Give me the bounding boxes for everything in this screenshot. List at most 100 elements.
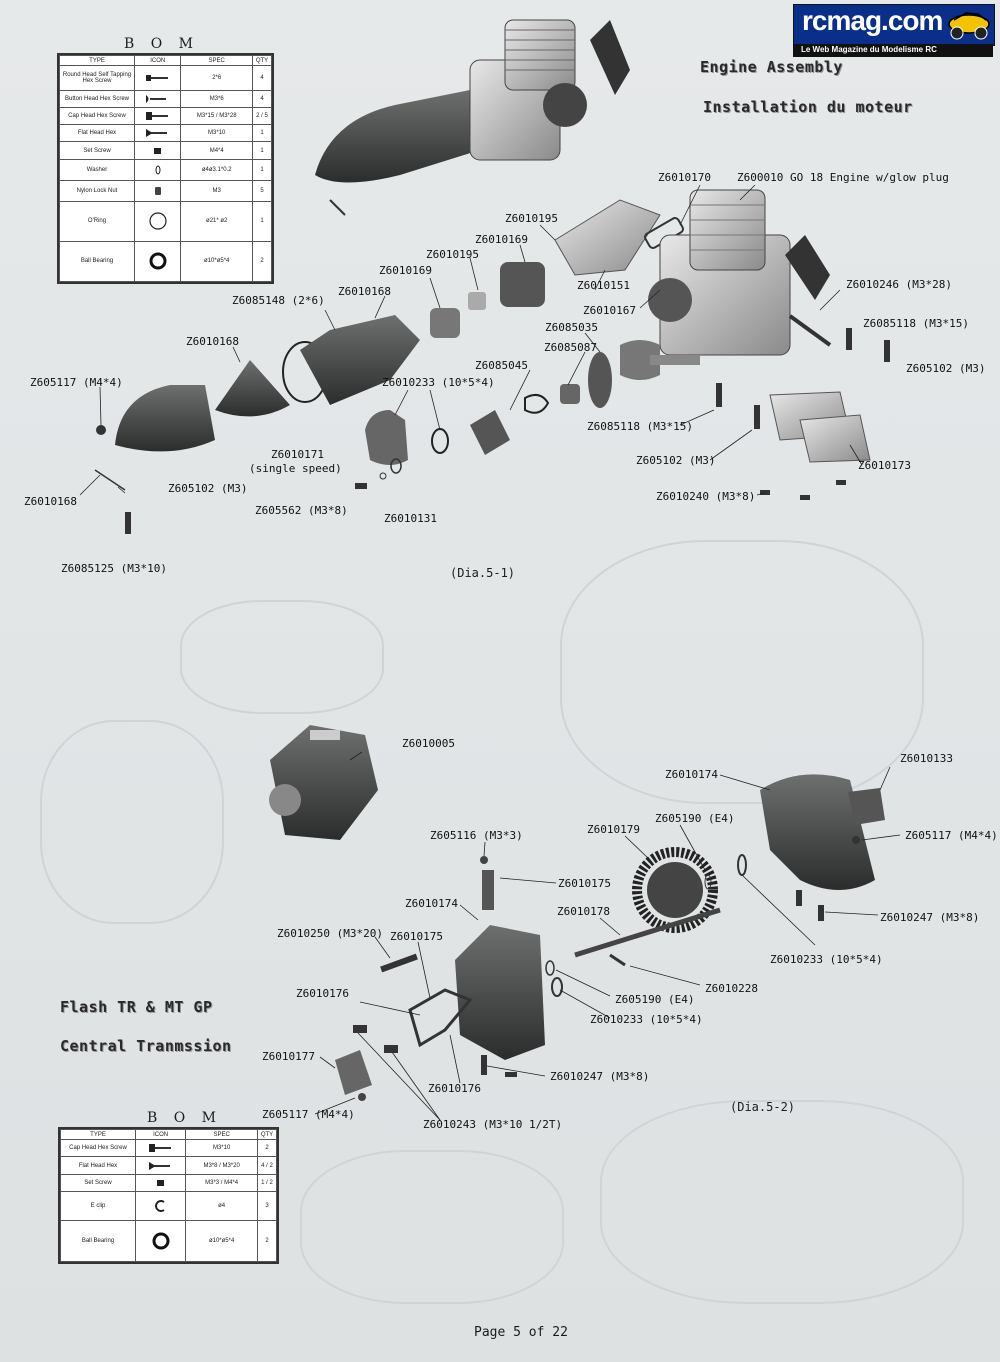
engine-assembled-illustration [315, 19, 630, 216]
bleed-through-shape [300, 1150, 564, 1304]
part-label: Z6085148 (2*6) [232, 294, 325, 307]
part-label: Z6010233 (10*5*4) [770, 953, 883, 966]
bom-type: Flat Head Hex [60, 1156, 136, 1175]
bom1-title: B O M [124, 36, 200, 52]
section1-title-en: Engine Assembly [700, 58, 843, 76]
part-label: Z6010168 [186, 335, 239, 348]
part-label: Z6010240 (M3*8) [656, 490, 756, 503]
part-label: Z6010175 [390, 930, 443, 943]
eclip-icon [134, 1191, 187, 1222]
table-row: Set Screw M4*4 1 [59, 141, 272, 160]
bleed-through-shape [180, 600, 384, 714]
bom1-header-qty: QTY [252, 55, 272, 66]
part-label: Z6010175 [558, 877, 611, 890]
part-label: Z6085118 (M3*15) [587, 420, 693, 433]
part-label: Z6010250 (M3*20) [277, 927, 383, 940]
bom2-table: TYPE ICON SPEC QTY Cap Head Hex Screw M3… [58, 1127, 279, 1264]
part-label: Z6010195 [426, 248, 479, 261]
bom-spec: M3*10 [185, 1138, 258, 1158]
part-label: Z6010243 (M3*10 1/2T) [423, 1118, 563, 1131]
part-label: Z6010195 [505, 212, 558, 225]
part-label: Z6010247 (M3*8) [880, 911, 980, 924]
bom-spec: ø21* ø2 [180, 200, 253, 242]
bom2-title: B O M [147, 1110, 223, 1126]
bom2-header-qty: QTY [257, 1129, 277, 1140]
bom-qty: 2 [257, 1220, 277, 1262]
section1-title-fr: Installation du moteur [703, 98, 913, 116]
part-label: Z6010174 [405, 897, 458, 910]
part-label: Z6010170 [658, 171, 711, 184]
bom-qty: 4 [252, 65, 272, 91]
table-row: E clip ø4 3 [60, 1191, 277, 1222]
part-label: Z605190 (E4) [615, 993, 695, 1006]
site-logo-tagline: Le Web Magazine du Modelisme RC [801, 45, 937, 54]
bom-type: Ball Bearing [59, 240, 135, 283]
bom2-header-icon: ICON [134, 1129, 187, 1140]
part-label: Z6010169 [379, 264, 432, 277]
part-label: Z6010133 [900, 752, 953, 765]
page-number: Page 5 of 22 [474, 1325, 568, 1340]
set-screw-icon [134, 1173, 187, 1193]
part-label: Z6010171 [271, 448, 324, 461]
bom-spec: ø4 [185, 1191, 258, 1222]
part-label: Z605102 (M3) [636, 454, 716, 467]
bom-spec: M4*4 [180, 141, 253, 160]
section2-title-line2: Central Tranmssion [60, 1037, 232, 1055]
bom-type: E clip [60, 1191, 136, 1222]
part-label: Z6010176 [296, 987, 349, 1000]
bom-type: Ball Bearing [60, 1220, 136, 1262]
bearing-icon [134, 1220, 187, 1262]
section2-title-line1: Flash TR & MT GP [60, 998, 213, 1016]
bom-qty: 2 [252, 240, 272, 283]
part-label: Z6085087 [544, 341, 597, 354]
table-row: Ball Bearing ø10*ø5*4 2 [60, 1220, 277, 1262]
table-row: Flat Head Hex M3*8 / M3*20 4 / 2 [60, 1156, 277, 1175]
bom2-header-type: TYPE [60, 1129, 136, 1140]
bom-qty: 2 [257, 1138, 277, 1158]
bom-spec: ø10*ø5*4 [180, 240, 253, 283]
site-logo-name: rcmag.com [802, 5, 943, 36]
table-row: Button Head Hex Screw M3*6 4 [59, 89, 272, 109]
part-label: Z6010177 [262, 1050, 315, 1063]
bom-spec: M3*3 / M4*4 [185, 1173, 258, 1193]
bom-type: Round Head Self Tapping Hex Screw [59, 65, 135, 91]
part-label: Z6010005 [402, 737, 455, 750]
table-row: O'Ring ø21* ø2 1 [59, 200, 272, 242]
table-row: Flat Head Hex M3*10 1 [59, 124, 272, 143]
part-label: Z6010179 [587, 823, 640, 836]
transmission-exploded-parts [335, 774, 885, 1101]
part-label: Z6010168 [24, 495, 77, 508]
part-label: Z605116 (M3*3) [430, 829, 523, 842]
part-label: Z6010174 [665, 768, 718, 781]
bom-spec: M3*8 / M3*20 [185, 1156, 258, 1175]
part-label: Z605117 (M4*4) [262, 1108, 355, 1121]
bom2-header-spec: SPEC [185, 1129, 258, 1140]
part-label: Z605117 (M4*4) [905, 829, 998, 842]
bom1-table: TYPE ICON SPEC QTY Round Head Self Tappi… [57, 53, 274, 284]
bom-qty: 1 [252, 141, 272, 160]
part-label: Z6085125 (M3*10) [61, 562, 167, 575]
bearing-icon [133, 240, 182, 283]
diagram-caption: (Dia.5-2) [730, 1100, 796, 1114]
engine-label: Z600010 GO 18 Engine w/glow plug [737, 171, 949, 184]
part-label: Z6010178 [557, 905, 610, 918]
bom-type: Cap Head Hex Screw [60, 1138, 136, 1158]
part-label: Z6085045 [475, 359, 528, 372]
bom1-header-icon: ICON [133, 55, 182, 66]
leader-lines-section1 [79, 184, 863, 496]
part-label: (single speed) [249, 462, 342, 475]
part-label: Z6010173 [858, 459, 911, 472]
leader-lines-section2 [314, 751, 901, 1121]
part-label: Z6010169 [475, 233, 528, 246]
part-label: Z605102 (M3) [906, 362, 986, 375]
bom-qty: 4 / 2 [257, 1156, 277, 1175]
rc-car-icon [948, 12, 990, 40]
bleed-through-shape [560, 540, 924, 804]
bom-qty: 3 [257, 1191, 277, 1222]
flat-screw-icon [134, 1156, 187, 1175]
transmission-assembled-illustration [269, 725, 378, 840]
part-label: Z605190 (E4) [655, 812, 735, 825]
table-row: Round Head Self Tapping Hex Screw 2*6 4 [59, 65, 272, 91]
part-label: Z6010233 (10*5*4) [590, 1013, 703, 1026]
